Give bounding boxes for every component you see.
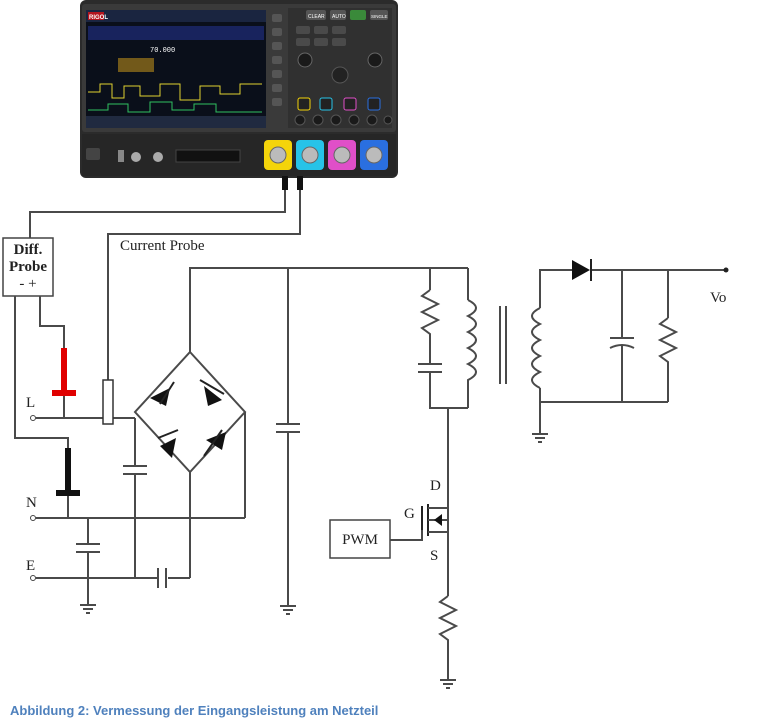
diff-probe: Diff. Probe - + xyxy=(2,237,54,297)
earth-label: E xyxy=(26,558,35,574)
ch4-input xyxy=(365,146,383,164)
diff-probe-label-1: Diff. xyxy=(14,242,43,258)
dc-positive-rail xyxy=(189,267,468,352)
channel-3-button[interactable] xyxy=(343,97,357,111)
scope-plug-2 xyxy=(297,176,303,190)
single-label: SINGLE xyxy=(371,14,388,19)
channel-4-button[interactable] xyxy=(367,97,381,111)
bnc-aux-2 xyxy=(153,152,163,162)
pwm-block xyxy=(329,519,391,559)
clear-label: CLEAR xyxy=(308,14,325,20)
channel-1-button[interactable] xyxy=(297,97,311,111)
snubber-resistor xyxy=(419,289,441,364)
current-probe-label: Current Probe xyxy=(120,238,205,254)
single-button[interactable] xyxy=(370,10,388,20)
output-label: Vo xyxy=(710,290,726,306)
ground-symbol-1 xyxy=(80,604,96,614)
sense-resistor xyxy=(437,595,459,680)
figure-caption: Abbildung 2: Vermessung der Eingangsleis… xyxy=(10,703,379,718)
ch2-input xyxy=(301,146,319,164)
auto-label: AUTO xyxy=(332,14,346,20)
usb-port xyxy=(118,150,124,162)
transformer-secondary xyxy=(531,307,543,389)
load-resistor xyxy=(657,317,679,402)
scope-plug-1 xyxy=(282,176,288,190)
diff-probe-polarity: - + xyxy=(19,276,36,292)
bridge-rectifier xyxy=(133,350,247,474)
red-probe-tip xyxy=(52,348,76,396)
current-probe-cable xyxy=(107,190,301,380)
terminal-e xyxy=(30,575,36,581)
logic-connector xyxy=(175,149,241,163)
run-stop-button[interactable] xyxy=(350,10,366,20)
pwm-label: PWM xyxy=(342,532,378,548)
auto-button[interactable] xyxy=(330,10,346,20)
current-probe-clamp xyxy=(102,379,114,425)
diff-probe-minus-lead xyxy=(14,296,69,448)
terminal-l xyxy=(30,415,36,421)
neutral-label: N xyxy=(26,495,37,511)
bnc-aux-1 xyxy=(131,152,141,162)
ground-symbol-3 xyxy=(532,433,548,443)
clear-button[interactable] xyxy=(306,10,326,20)
drain-label: D xyxy=(430,478,441,494)
diff-probe-label-2: Probe xyxy=(9,259,47,275)
transformer-primary xyxy=(465,299,477,408)
oscilloscope: RIGOL 70.000 CLEAR AUTO SINGLE xyxy=(80,0,398,178)
line-label: L xyxy=(26,395,35,411)
terminal-n xyxy=(30,515,36,521)
ch1-input xyxy=(269,146,287,164)
diff-probe-cable xyxy=(29,190,286,238)
gate-label: G xyxy=(404,506,415,522)
black-probe-tip xyxy=(56,448,80,496)
ground-symbol-2 xyxy=(280,605,296,615)
scope-brand: RIGOL xyxy=(89,15,108,21)
power-button[interactable] xyxy=(86,148,100,160)
output-terminal xyxy=(723,267,729,273)
channel-2-button[interactable] xyxy=(319,97,333,111)
ground-symbol-4 xyxy=(440,679,456,689)
diff-probe-plus-lead xyxy=(39,296,65,348)
source-label: S xyxy=(430,548,438,564)
scope-readout: 70.000 xyxy=(150,47,175,55)
scale-knob[interactable] xyxy=(367,52,383,68)
ch3-input xyxy=(333,146,351,164)
mosfet xyxy=(421,500,449,560)
multipurpose-knob[interactable] xyxy=(297,52,313,68)
output-diode xyxy=(572,259,592,281)
